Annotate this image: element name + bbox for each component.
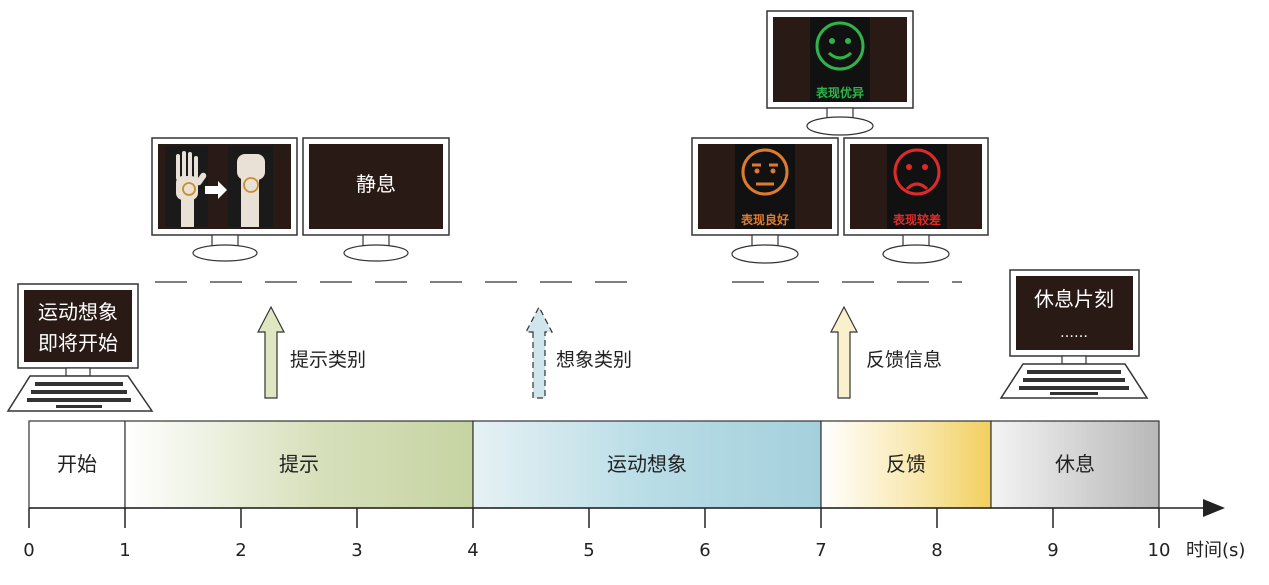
start-laptop: 运动想象 即将开始 [6, 283, 154, 412]
start-monitor-line2: 即将开始 [38, 331, 118, 355]
tick-label-0: 0 [23, 540, 34, 561]
tick-label-2: 2 [235, 540, 246, 561]
tick-label-7: 7 [815, 540, 826, 561]
axis-label: 时间(s) [1186, 540, 1245, 561]
axis-arrowhead [1203, 499, 1225, 517]
feedback-arrow-label: 反馈信息 [866, 349, 942, 371]
imagery-arrow: 想象类别 [525, 305, 632, 399]
phase-label-start: 开始 [57, 452, 97, 476]
tick-label-5: 5 [583, 540, 594, 561]
still-monitor: 静息 [302, 137, 450, 262]
phase-cue [124, 420, 474, 509]
cue-arrow-label: 提示类别 [290, 349, 366, 371]
feedback-arrow: 反馈信息 [830, 305, 942, 399]
electrode-marker-right [243, 177, 259, 193]
smile-face-icon [815, 21, 865, 71]
phase-imagery [472, 420, 822, 509]
keyboard-keys [1019, 370, 1129, 395]
tick-label-4: 4 [467, 540, 478, 561]
phase-label-feedback: 反馈 [886, 452, 926, 476]
feedback-poor-monitor: 表现较差 [843, 137, 989, 264]
rest-monitor-line2: …… [1060, 325, 1088, 341]
still-monitor-text: 静息 [356, 172, 396, 196]
phase-label-rest: 休息 [1055, 452, 1095, 476]
keyboard-keys [27, 382, 131, 408]
feedback-excellent-monitor: 表现优异 [766, 10, 914, 136]
cue-arrow: 提示类别 [257, 305, 366, 399]
phase-bar: 开始 提示 运动想象 反馈 休息 [28, 420, 1160, 509]
cue-monitor [151, 137, 298, 262]
feedback-good-monitor: 表现良好 [691, 137, 839, 264]
tick-label-10: 10 [1148, 540, 1171, 561]
phase-rest [990, 420, 1160, 509]
phase-label-cue: 提示 [279, 452, 319, 476]
neutral-face-icon [741, 148, 789, 196]
feedback-excellent-label: 表现优异 [815, 85, 864, 100]
tick-label-8: 8 [931, 540, 942, 561]
tick-label-6: 6 [699, 540, 710, 561]
feedback-good-label: 表现良好 [740, 212, 789, 227]
rest-laptop: 休息片刻 …… [999, 269, 1149, 399]
phase-label-imagery: 运动想象 [607, 452, 687, 476]
arrow-right-icon [205, 181, 227, 199]
sad-face-icon [893, 148, 941, 196]
tick-label-1: 1 [119, 540, 130, 561]
electrode-marker-left [182, 182, 196, 196]
phase-start [28, 420, 126, 509]
tick-label-3: 3 [351, 540, 362, 561]
rest-monitor-line1: 休息片刻 [1034, 287, 1114, 311]
start-monitor-line1: 运动想象 [38, 300, 118, 324]
imagery-arrow-label: 想象类别 [556, 349, 632, 371]
time-axis: 0 1 2 3 4 5 6 7 8 9 10 时间(s) [23, 499, 1245, 561]
feedback-poor-label: 表现较差 [892, 212, 941, 227]
phase-feedback [820, 420, 992, 509]
tick-label-9: 9 [1047, 540, 1058, 561]
